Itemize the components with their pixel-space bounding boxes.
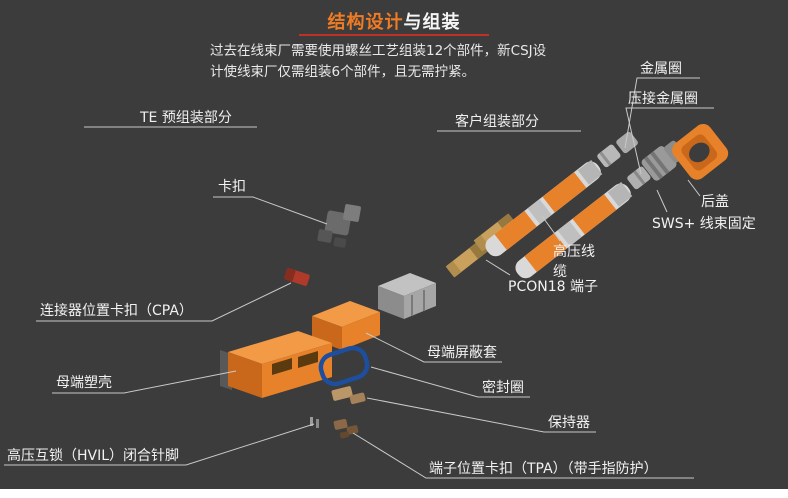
label-seal-ring: 密封圈 <box>482 380 524 396</box>
label-hv-cable: 高压线缆 <box>553 244 595 280</box>
section-customer-assembly: 客户组装部分 <box>455 114 539 130</box>
leader-pcon18 <box>485 259 511 276</box>
leader-cpa <box>36 282 292 322</box>
part-tpa <box>333 419 359 439</box>
section-te-preassembly: TE 预组装部分 <box>140 110 232 126</box>
description-line1: 过去在线束厂需要使用螺丝工艺组装12个部件，新CSJ设 <box>210 43 547 59</box>
part-female-housing <box>220 331 332 398</box>
label-clip: 卡扣 <box>218 179 246 195</box>
part-cpa <box>284 268 310 286</box>
part-pcon18-terminal <box>445 213 517 278</box>
title-rest: 与组装 <box>403 12 461 33</box>
bottom-bar <box>0 489 788 498</box>
label-sws-harness-fix: SWS+ 线束固定 <box>652 216 756 232</box>
title-underline <box>299 34 489 36</box>
description: 过去在线束厂需要使用螺丝工艺组装12个部件，新CSJ设 计使线束厂仅需组装6个部… <box>210 41 546 83</box>
leader-metal-ring <box>624 77 700 149</box>
label-shield-sleeve: 母端屏蔽套 <box>427 345 497 361</box>
part-clip <box>317 204 361 248</box>
part-crimp-metal-ring <box>627 166 651 190</box>
leader-female-housing <box>52 370 237 394</box>
leader-sws <box>656 189 668 213</box>
part-retainer <box>331 386 366 405</box>
label-crimp-metal-ring: 压接金属圈 <box>628 91 698 107</box>
leader-hv-cable <box>541 215 561 242</box>
leader-seal-ring <box>370 366 530 398</box>
leader-shield-sleeve <box>365 332 502 363</box>
part-shield-metal <box>378 273 436 319</box>
label-pcon18-terminal: PCON18 端子 <box>508 279 598 295</box>
description-line2: 计使线束厂仅需组装6个部件，且无需拧紧。 <box>210 64 476 80</box>
leader-rear-cover <box>687 179 701 197</box>
label-retainer: 保持器 <box>548 415 590 431</box>
part-rear-cover <box>672 123 729 180</box>
leader-lines <box>4 77 714 479</box>
label-rear-cover: 后盖 <box>701 194 729 210</box>
label-female-housing: 母端塑壳 <box>56 375 112 391</box>
leader-clip <box>213 196 328 225</box>
label-cpa: 连接器位置卡扣（CPA） <box>40 303 193 319</box>
leader-retainer <box>366 397 596 433</box>
leader-tpa <box>352 432 694 479</box>
leader-hvil <box>4 423 315 466</box>
part-seal-ring <box>318 345 370 387</box>
label-metal-ring: 金属圈 <box>640 61 682 77</box>
page-title: 结构设计与组装 <box>0 8 788 34</box>
label-tpa: 端子位置卡扣（TPA）（带手指防护） <box>429 461 658 477</box>
part-hv-cable <box>485 159 633 279</box>
part-hvil-pins <box>310 417 319 428</box>
label-hvil-pins: 高压互锁（HVIL）闭合针脚 <box>7 448 180 464</box>
leader-crimp-metal-ring <box>625 107 714 175</box>
title-highlight: 结构设计 <box>327 12 404 33</box>
part-shield-sleeve <box>312 301 380 350</box>
